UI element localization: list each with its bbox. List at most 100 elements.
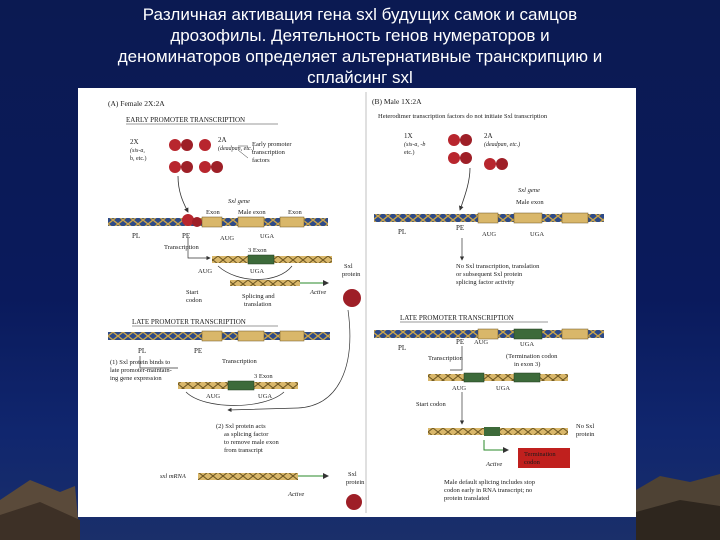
panel-a-sxl-gene: Sxl gene	[228, 198, 250, 205]
panel-a-step2-1: (2) Sxl protein acts	[216, 423, 266, 430]
panel-b-male-exon-bar	[484, 427, 500, 436]
panel-b-term-note-2: in exon 3)	[514, 361, 540, 368]
panel-b-gene: PL PE AUG UGA	[374, 212, 604, 238]
panel-a-start-codon-2: codon	[186, 297, 203, 304]
termination-codon-box	[518, 448, 570, 468]
panel-b-heading: (B) Male 1X:2A	[372, 97, 422, 106]
panel-a-sxl-protein-2: protein	[342, 271, 361, 278]
panel-a-late-gene: PL PE	[108, 330, 330, 355]
sxl-protein-blob	[343, 289, 361, 307]
panel-a-pe2: PE	[194, 347, 202, 355]
panel-b-default-1: Male default splicing includes stop	[444, 479, 535, 486]
panel-a-step2-2: as splicing factor	[224, 431, 269, 438]
sxl-diagram: (A) Female 2X:2A EARLY PROMOTER TRANSCRI…	[108, 92, 604, 513]
figure-panel: (A) Female 2X:2A EARLY PROMOTER TRANSCRI…	[78, 88, 636, 517]
panel-a-a-proteins: 2A (deadpan, etc.) Early promoter transc…	[199, 136, 292, 173]
title-line-4: сплайсинг sxl	[307, 68, 413, 87]
panel-b-no-sxl-2: or subsequent Sxl protein	[456, 271, 523, 278]
panel-b-default-2: codon early in RNA transcript; no	[444, 487, 532, 494]
panel-b-uga3: UGA	[496, 385, 510, 392]
panel-b-active: Active	[485, 461, 502, 468]
panel-a-pl2: PL	[138, 347, 146, 355]
panel-a-late-transcript: AUG UGA	[178, 380, 298, 406]
panel-a-a-label: 2A	[218, 136, 227, 144]
panel-a-aug2: AUG	[198, 268, 212, 275]
panel-b-aug: AUG	[482, 231, 496, 238]
panel-a-late-header: LATE PROMOTER TRANSCRIPTION	[132, 318, 246, 326]
panel-a-uga: UGA	[260, 233, 274, 240]
title-line-3: деноминаторов определяет альтернативные …	[117, 47, 603, 66]
panel-b-transcription: Transcription	[428, 355, 464, 362]
panel-a-aug: AUG	[220, 235, 234, 242]
panel-a-splicing-1: Splicing and	[242, 293, 275, 300]
panel-a-gene: Exon Male exon Exon PL PE AUG UGA	[108, 209, 328, 242]
panel-a-step1-2: late promoter-maintain-	[110, 367, 172, 374]
panel-a-male-exon: Male exon	[238, 209, 266, 216]
panel-b-term-codon-1: Termination	[524, 451, 556, 458]
panel-a-exon-1: Exon	[206, 209, 220, 216]
panel-a-step2-4: from transcript	[224, 447, 263, 454]
panel-a-heading: (A) Female 2X:2A	[108, 99, 165, 108]
panel-b-uga2: UGA	[520, 341, 534, 348]
panel-a-aug3: AUG	[206, 393, 220, 400]
panel-b-pl2: PL	[398, 344, 406, 352]
panel-a-exon3: 3 Exon	[248, 247, 267, 254]
slide-title: Различная активация гена sxl будущих сам…	[20, 4, 700, 88]
panel-a-sxl-protein2-1: Sxl	[348, 471, 357, 478]
panel-b-transcript: AUG UGA	[428, 372, 568, 392]
protein-blob	[181, 139, 193, 151]
panel-a-transcription: Transcription	[164, 244, 200, 251]
panel-b-pe: PE	[456, 224, 464, 232]
panel-b-male-exon: Male exon	[516, 199, 544, 206]
panel-b-no-sxl-1: No Sxl transcription, translation	[456, 263, 540, 270]
panel-b-sxl-gene: Sxl gene	[518, 187, 540, 194]
panel-a-active: Active	[309, 289, 326, 296]
panel-a-sxl-protein2-2: protein	[346, 479, 365, 486]
protein-blob	[181, 161, 193, 173]
panel-a-early-factors-2: transcription	[252, 149, 286, 156]
panel-b-x-genes-2: etc.)	[404, 149, 415, 156]
panel-a-active2: Active	[287, 491, 304, 498]
panel-b-start-codon: Start codon	[416, 401, 447, 408]
panel-a-pl: PL	[132, 232, 140, 240]
panel-b-a-genes: (deadpan, etc.)	[484, 141, 520, 148]
panel-a-sxl-protein-1: Sxl	[344, 263, 353, 270]
panel-a-x-proteins: 2X (sis-a, b, etc.)	[130, 138, 193, 173]
panel-a-mrna-bar	[198, 473, 298, 480]
panel-b-pe2: PE	[456, 338, 464, 346]
protein-blob	[169, 139, 181, 151]
title-line-1: Различная активация гена sxl будущих сам…	[142, 5, 578, 24]
panel-a-splicing-2: translation	[244, 301, 272, 308]
panel-b-term-codon-2: codon	[524, 459, 541, 466]
protein-blob	[199, 161, 211, 173]
panel-b-x-genes-1: (sis-a, -b	[404, 141, 425, 148]
panel-a-early-header: EARLY PROMOTER TRANSCRIPTION	[126, 116, 245, 124]
panel-a-a-genes: (deadpan, etc.)	[218, 145, 254, 152]
panel-b-pl: PL	[398, 228, 406, 236]
protein-blob	[211, 161, 223, 173]
panel-a-step2-3: to remove male exon	[224, 439, 279, 446]
panel-b-proteins: 1X (sis-a, -b etc.) 2A (deadpan, etc.)	[404, 132, 520, 170]
panel-a-x-label: 2X	[130, 138, 139, 146]
mountain-landscape	[0, 474, 720, 540]
panel-b-default-3: protein translated	[444, 495, 490, 502]
panel-a-exon3b: 3 Exon	[254, 373, 273, 380]
panel-b-a-label: 2A	[484, 132, 493, 140]
panel-a-uga2: UGA	[250, 268, 264, 275]
panel-b-no-protein-2: protein	[576, 431, 595, 438]
panel-a-pe: PE	[182, 232, 190, 240]
protein-blob	[169, 161, 181, 173]
panel-a-mrna: sxl mRNA	[160, 473, 186, 480]
panel-b-x-label: 1X	[404, 132, 413, 140]
panel-a-x-genes-1: (sis-a,	[130, 147, 145, 154]
panel-b-term-note-1: (Termination codon	[506, 353, 558, 360]
panel-a-start-codon-1: Start	[186, 289, 198, 296]
title-line-2: дрозофилы. Деятельность генов нумераторо…	[170, 26, 550, 45]
panel-b-late-gene: PL PE AUG UGA	[374, 328, 604, 352]
panel-a-transcript: AUG UGA	[198, 254, 332, 280]
panel-a-early-factors-1: Early promoter	[252, 141, 292, 148]
panel-a-x-genes-2: b, etc.)	[130, 155, 147, 162]
panel-a-transcription2: Transcription	[222, 358, 258, 365]
panel-b-late-header: LATE PROMOTER TRANSCRIPTION	[400, 314, 514, 322]
sxl-protein-blob	[346, 494, 362, 510]
